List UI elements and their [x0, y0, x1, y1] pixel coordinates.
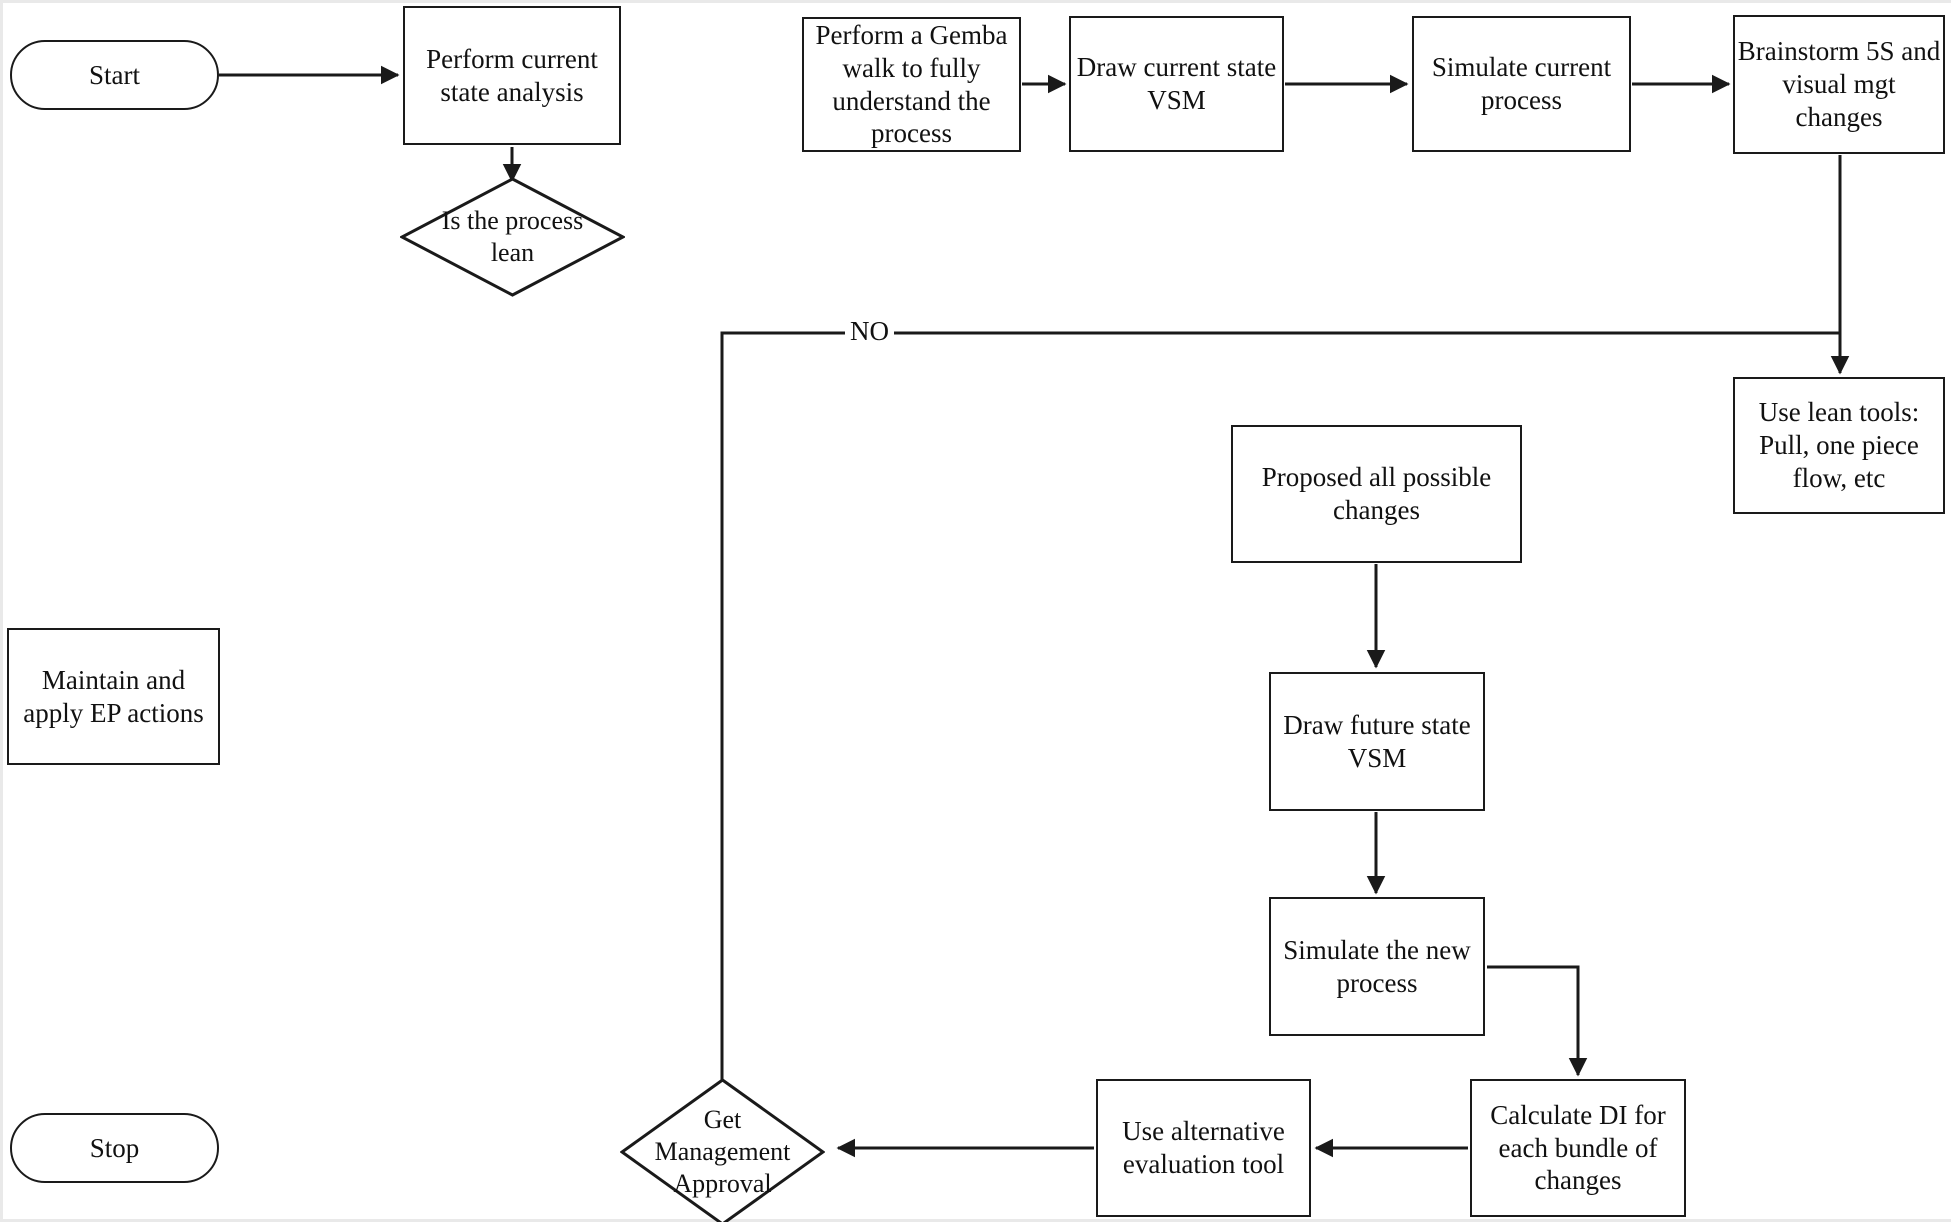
diamond-shape-get-management-approval: [620, 1078, 825, 1222]
diamond-shape-is-process-lean: [400, 177, 625, 297]
node-gemba-walk[interactable]: Perform a Gemba walk to fully understand…: [802, 17, 1021, 152]
node-calculate-di[interactable]: Calculate DI for each bundle of changes: [1470, 1079, 1686, 1217]
frame-bottom-border: [0, 1219, 1951, 1222]
node-brainstorm-5s-label: Brainstorm 5S and visual mgt changes: [1737, 36, 1941, 132]
node-simulate-new-process-label: Simulate the new process: [1283, 934, 1471, 998]
node-simulate-new-process[interactable]: Simulate the new process: [1269, 897, 1485, 1036]
node-draw-current-state-vsm[interactable]: Draw current state VSM: [1069, 16, 1284, 152]
node-simulate-current-process-label: Simulate current process: [1431, 52, 1612, 115]
frame-top-border: [0, 0, 1951, 3]
node-calculate-di-label: Calculate DI for each bundle of changes: [1490, 1099, 1666, 1196]
node-simulate-current-process[interactable]: Simulate current process: [1412, 16, 1631, 152]
node-start-label: Start: [89, 59, 140, 90]
edge-label-no: NO: [845, 318, 894, 345]
node-draw-current-state-vsm-label: Draw current state VSM: [1076, 52, 1277, 115]
edge-simulatenew-to-calculatedi: [1487, 965, 1588, 1077]
node-gemba-walk-label: Perform a Gemba walk to fully understand…: [815, 19, 1008, 149]
node-use-alternative-evaluation-tool[interactable]: Use alternative evaluation tool: [1096, 1079, 1311, 1217]
node-start[interactable]: Start: [10, 40, 219, 110]
node-perform-current-state-analysis[interactable]: Perform current state analysis: [403, 6, 621, 145]
node-brainstorm-5s[interactable]: Brainstorm 5S and visual mgt changes: [1733, 15, 1945, 154]
node-perform-current-state-analysis-label: Perform current state analysis: [426, 43, 598, 107]
node-maintain-apply-ep-actions[interactable]: Maintain and apply EP actions: [7, 628, 220, 765]
node-is-process-lean[interactable]: Is the process lean: [400, 177, 625, 297]
node-use-lean-tools[interactable]: Use lean tools: Pull, one piece flow, et…: [1733, 377, 1945, 514]
node-draw-future-state-vsm[interactable]: Draw future state VSM: [1269, 672, 1485, 811]
node-use-lean-tools-label: Use lean tools: Pull, one piece flow, et…: [1758, 397, 1920, 493]
node-use-alternative-evaluation-tool-label: Use alternative evaluation tool: [1122, 1116, 1285, 1179]
node-get-management-approval[interactable]: Get Management Approval: [620, 1078, 825, 1222]
node-draw-future-state-vsm-label: Draw future state VSM: [1283, 709, 1471, 773]
node-is-process-lean-label: Is the process lean: [441, 206, 584, 267]
node-stop[interactable]: Stop: [10, 1113, 219, 1183]
node-proposed-changes-label: Proposed all possible changes: [1261, 462, 1492, 525]
node-stop-label: Stop: [89, 1132, 140, 1163]
node-proposed-changes[interactable]: Proposed all possible changes: [1231, 425, 1522, 563]
node-get-management-approval-label: Get Management Approval: [654, 1105, 791, 1198]
frame-left-border: [0, 0, 3, 1222]
node-maintain-apply-ep-actions-label: Maintain and apply EP actions: [23, 664, 204, 728]
